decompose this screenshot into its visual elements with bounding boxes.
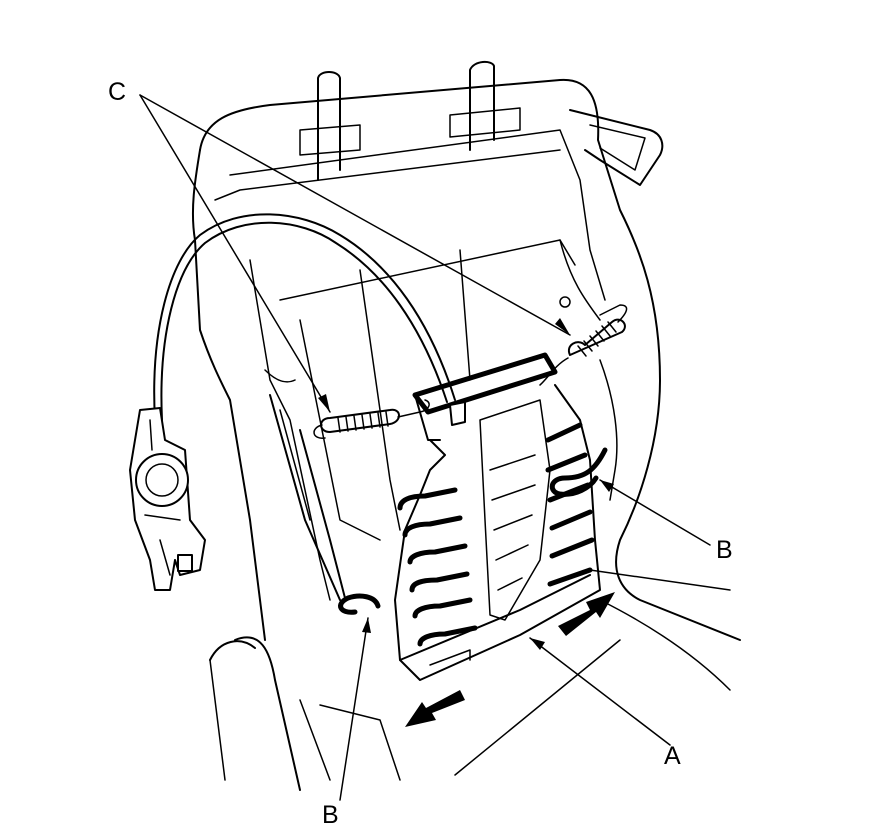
hook-left [299, 429, 381, 615]
actuator-unit [129, 407, 206, 591]
callout-b-right: B [716, 536, 733, 564]
release-cable [153, 213, 456, 421]
seat-back-frame [191, 60, 741, 791]
callout-b-bottom: B [322, 801, 339, 829]
lumbar-plate [394, 352, 601, 681]
callout-a: A [664, 742, 681, 770]
slide-arrow-down [405, 690, 465, 727]
leader-lines [139, 94, 711, 801]
callout-c: C [108, 78, 127, 106]
hook-right [549, 447, 608, 497]
spring-right [539, 296, 628, 386]
slide-arrow-up [558, 592, 615, 636]
spring-left [313, 399, 430, 439]
